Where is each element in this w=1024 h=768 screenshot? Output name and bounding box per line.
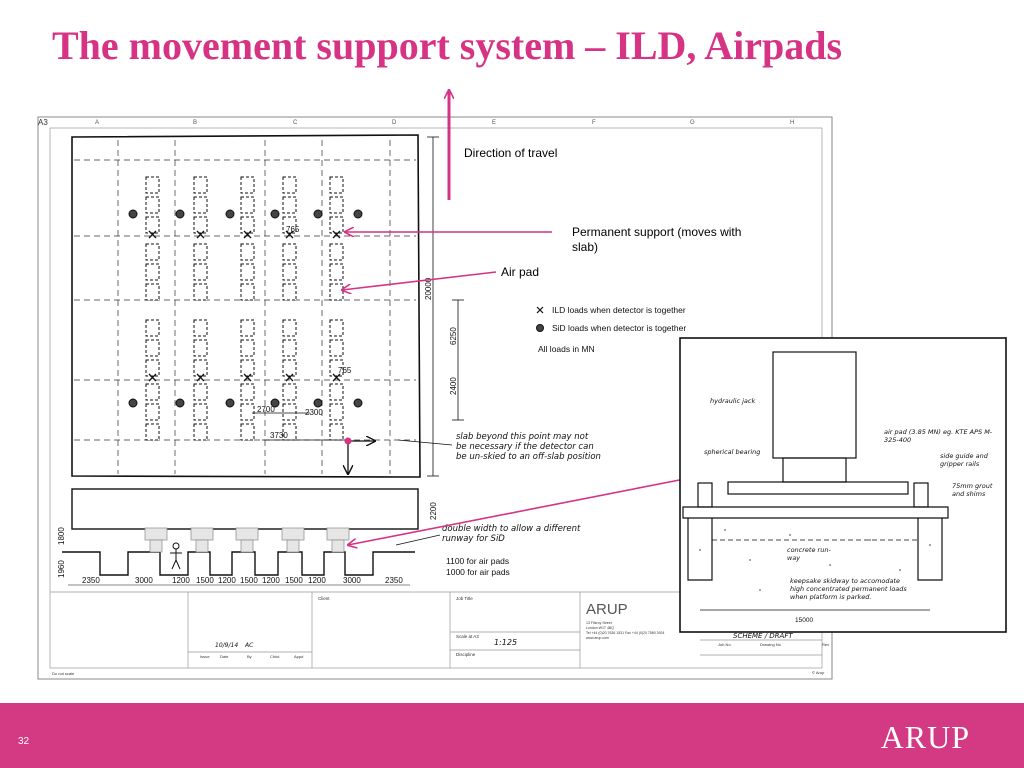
svg-text:SiD loads when detector is tog: SiD loads when detector is together xyxy=(552,323,686,333)
person-figure xyxy=(170,542,182,570)
svg-text:E: E xyxy=(492,120,496,126)
svg-text:20000: 20000 xyxy=(424,277,433,300)
svg-text:Issue: Issue xyxy=(200,654,210,659)
svg-text:AC: AC xyxy=(244,642,254,649)
svg-text:Client: Client xyxy=(318,596,330,601)
svg-text:3000: 3000 xyxy=(135,576,153,585)
direction-of-travel-label: Direction of travel xyxy=(464,146,558,160)
svg-text:Scale at A3: Scale at A3 xyxy=(456,634,479,639)
runway-note: double width to allow a different runway… xyxy=(395,524,580,577)
svg-text:Do not scale: Do not scale xyxy=(52,671,75,676)
svg-text:765: 765 xyxy=(286,225,300,234)
svg-text:1200: 1200 xyxy=(262,576,280,585)
air-pads-lower xyxy=(145,319,344,441)
svg-text:2400: 2400 xyxy=(449,377,458,395)
svg-text:1200: 1200 xyxy=(218,576,236,585)
title-block-right: SCHEME / DRAFT Job No Drawing No Rev © A… xyxy=(700,632,829,675)
permanent-support-label: Permanent support (moves with slab) xyxy=(572,225,742,254)
svg-text:2200: 2200 xyxy=(429,502,438,520)
svg-text:1500: 1500 xyxy=(285,576,303,585)
detail-pointer xyxy=(348,475,701,545)
svg-text:ILD loads when detector is tog: ILD loads when detector is together xyxy=(552,305,686,315)
svg-text:765: 765 xyxy=(338,366,352,375)
grid-column-letters: A B C D E F G H xyxy=(95,120,794,126)
svg-text:10/9/14: 10/9/14 xyxy=(215,642,238,649)
slab-note: slab beyond this point may not be necess… xyxy=(397,432,601,462)
svg-text:1500: 1500 xyxy=(240,576,258,585)
svg-text:By: By xyxy=(247,654,252,659)
svg-text:Rev: Rev xyxy=(822,642,829,647)
svg-text:1:125: 1:125 xyxy=(494,638,517,647)
svg-text:1800: 1800 xyxy=(57,527,66,545)
page-number: 32 xyxy=(18,736,30,747)
svg-text:A: A xyxy=(95,120,99,126)
svg-text:All loads in MN: All loads in MN xyxy=(538,344,595,354)
svg-text:G: G xyxy=(690,120,695,126)
arup-logo: ARUP xyxy=(880,719,970,755)
runway-rails xyxy=(144,527,350,553)
svg-text:Tel +44 (0)20 7636 1531 Fax +4: Tel +44 (0)20 7636 1531 Fax +44 (0)20 75… xyxy=(586,631,664,635)
svg-text:Appd: Appd xyxy=(294,654,303,659)
sid-load-markers xyxy=(128,209,363,408)
svg-text:www.arup.com: www.arup.com xyxy=(586,636,609,640)
svg-text:ARUP: ARUP xyxy=(586,601,628,618)
sheet-size: A3 xyxy=(38,118,48,127)
svg-text:C: C xyxy=(293,120,298,126)
svg-text:Job No: Job No xyxy=(718,642,731,647)
origin-dot xyxy=(344,437,352,445)
svg-text:D: D xyxy=(392,120,397,126)
svg-text:13 Fitzroy Street: 13 Fitzroy Street xyxy=(586,621,612,625)
svg-text:F: F xyxy=(592,120,596,126)
svg-text:© Arup: © Arup xyxy=(812,670,825,675)
footer-bar: 32 ARUP xyxy=(0,703,1024,768)
svg-text:1200: 1200 xyxy=(172,576,190,585)
svg-text:2350: 2350 xyxy=(385,576,403,585)
svg-text:Date: Date xyxy=(220,654,229,659)
plan-dimensions xyxy=(252,136,464,477)
air-pad-label: Air pad xyxy=(501,265,540,279)
ild-load-markers xyxy=(148,230,341,382)
svg-text:2700: 2700 xyxy=(257,405,275,414)
title-block-text: Client Job Title Scale at A3 1:125 Disci… xyxy=(52,596,664,676)
slide-title: The movement support system – ILD, Airpa… xyxy=(52,23,843,68)
svg-text:London W1T 4BQ: London W1T 4BQ xyxy=(586,626,614,630)
svg-text:1100 for air pads: 1100 for air pads xyxy=(446,556,509,566)
detail-inset: hydraulic jack spherical bearing air pad… xyxy=(679,337,1007,633)
svg-text:1500: 1500 xyxy=(196,576,214,585)
svg-text:15000: 15000 xyxy=(795,617,813,624)
svg-text:Discipline: Discipline xyxy=(456,652,476,657)
svg-text:1000 for air pads: 1000 for air pads xyxy=(446,567,510,577)
svg-text:SCHEME / DRAFT: SCHEME / DRAFT xyxy=(733,632,793,640)
svg-text:Job Title: Job Title xyxy=(456,596,473,601)
runway-dimensions: 1800 1960 2200 2350 3000 1200 1500 1200 … xyxy=(57,502,438,586)
svg-text:B: B xyxy=(193,120,197,126)
air-pads-upper xyxy=(145,176,344,301)
svg-text:1200: 1200 xyxy=(308,576,326,585)
svg-text:2300: 2300 xyxy=(305,408,323,417)
svg-text:H: H xyxy=(790,120,794,126)
svg-text:2350: 2350 xyxy=(82,576,100,585)
plan-dimension-text: 20000 6250 2400 2700 2300 3730 765 765 xyxy=(257,225,458,440)
air-pad-pointer xyxy=(342,271,497,290)
svg-text:1960: 1960 xyxy=(57,560,66,578)
load-legend: ILD loads when detector is together SiD … xyxy=(536,305,686,354)
svg-text:3730: 3730 xyxy=(270,431,288,440)
svg-text:3000: 3000 xyxy=(343,576,361,585)
svg-text:Drawing No: Drawing No xyxy=(760,642,782,647)
motion-symbol xyxy=(348,441,375,474)
svg-text:6250: 6250 xyxy=(449,327,458,345)
svg-text:Chkd: Chkd xyxy=(270,654,279,659)
engineering-drawing: A3 A B C D E F G H xyxy=(37,0,1007,680)
